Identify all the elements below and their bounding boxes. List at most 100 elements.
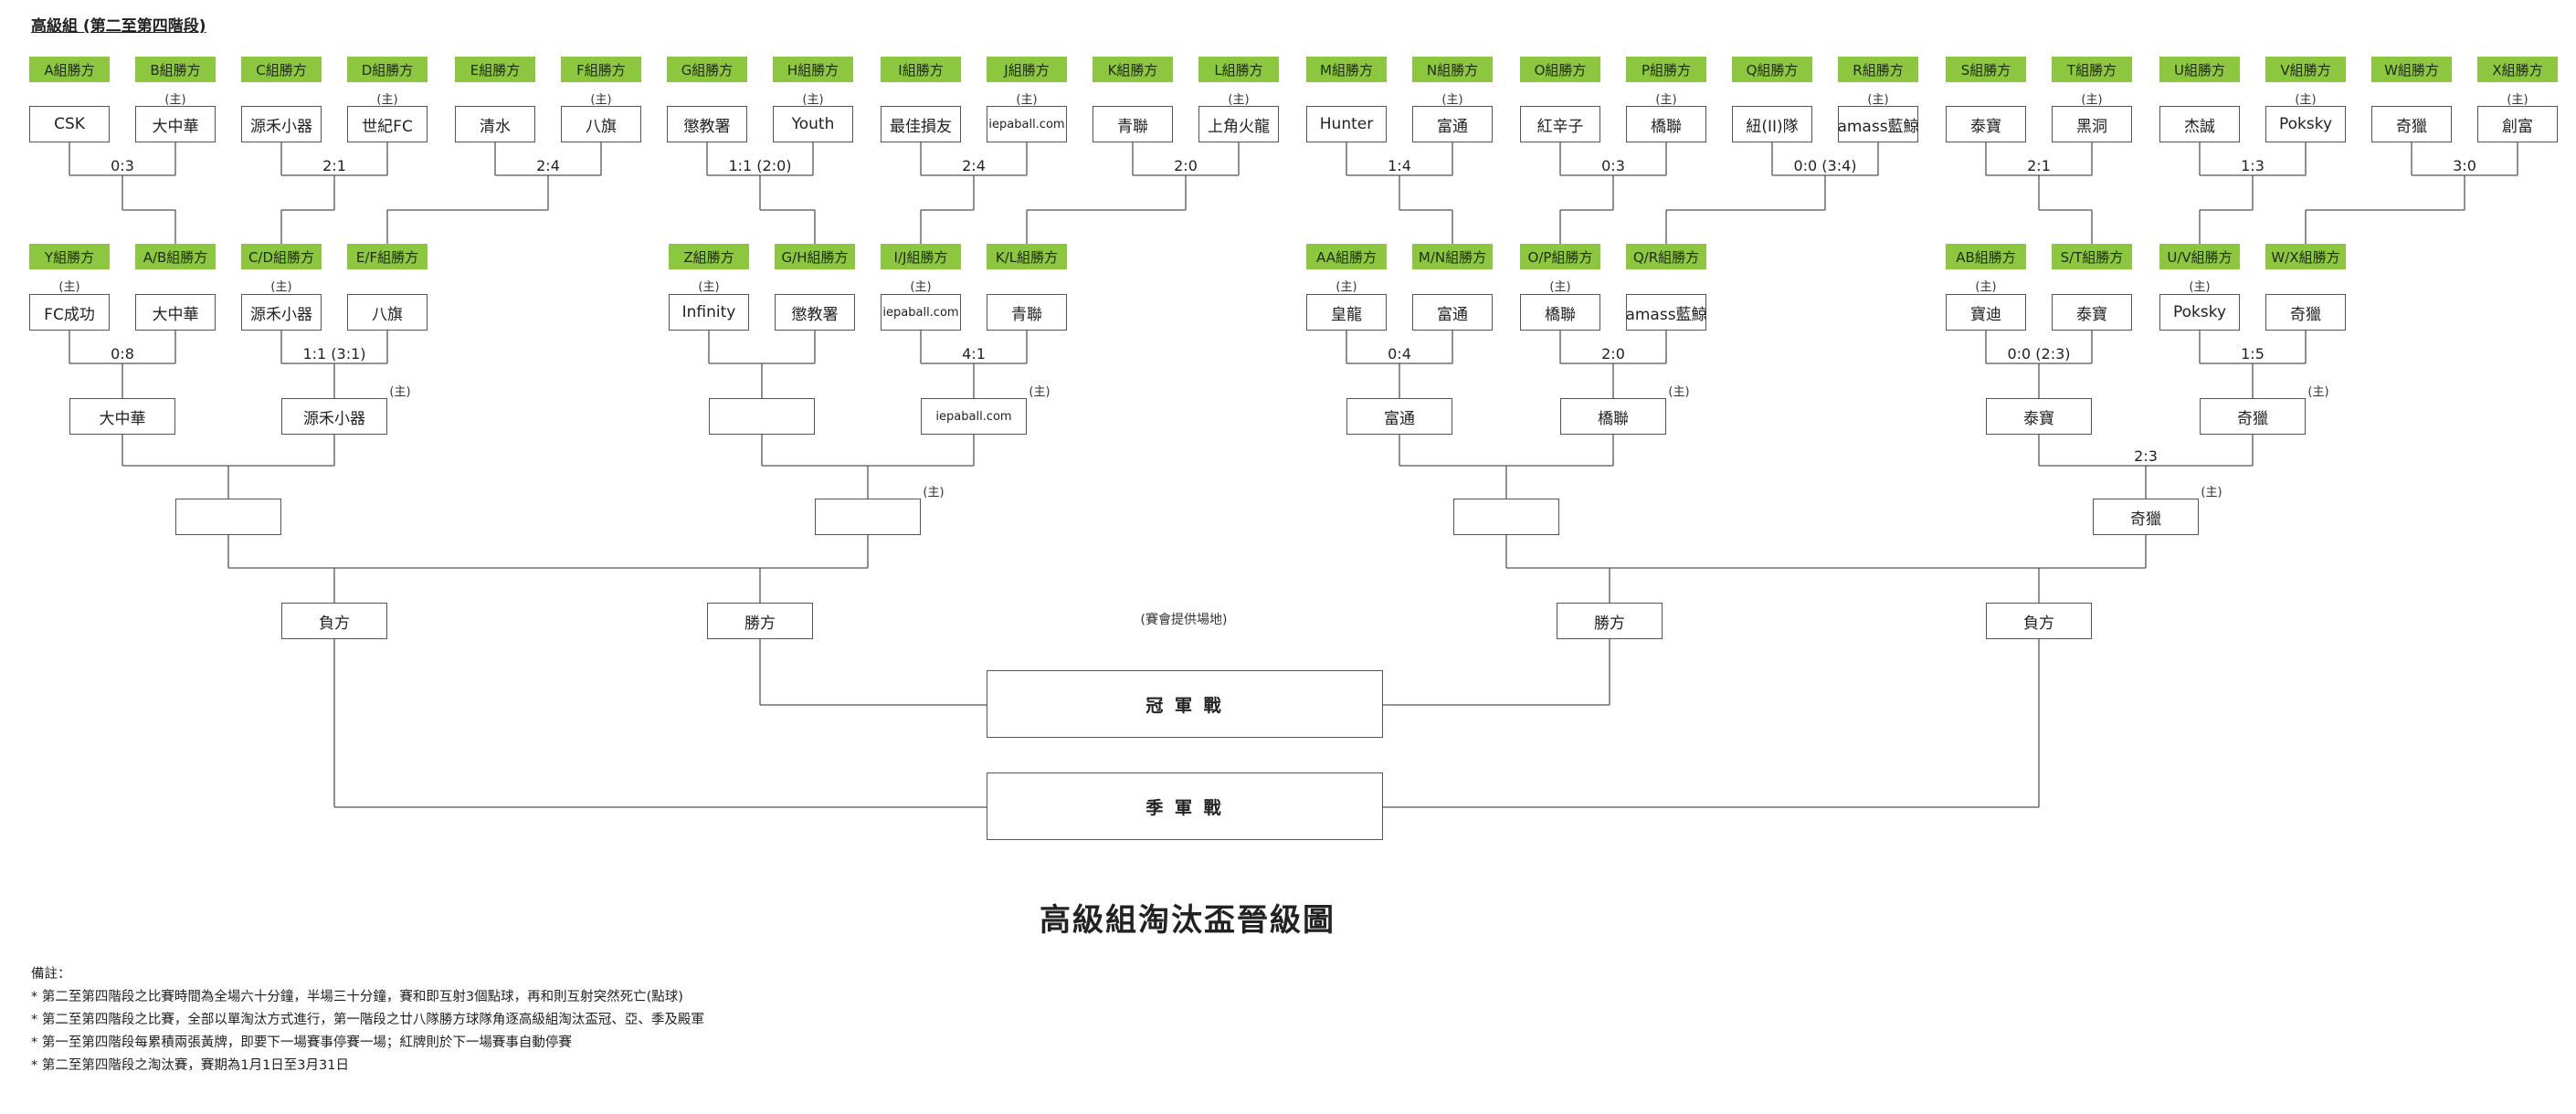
host-mark: (主) bbox=[923, 486, 945, 499]
match-score: 1:1 (3:1) bbox=[302, 345, 366, 363]
group-label: G組勝方 bbox=[667, 57, 747, 82]
match-score: 2:4 bbox=[962, 157, 986, 174]
team-box: 富通 bbox=[1412, 294, 1493, 331]
host-mark: (主) bbox=[590, 93, 612, 107]
group-label: D組勝方 bbox=[347, 57, 428, 82]
team-box: 大中華 bbox=[135, 294, 216, 331]
team-box: 源禾小器 bbox=[241, 294, 322, 331]
group-label: Q組勝方 bbox=[1732, 57, 1812, 82]
team-box: 富通 bbox=[1412, 106, 1493, 142]
team-box: Hunter bbox=[1306, 106, 1387, 142]
host-mark: (主) bbox=[2295, 93, 2317, 107]
group-label: E組勝方 bbox=[455, 57, 535, 82]
host-mark: (主) bbox=[58, 280, 80, 294]
match-score: 4:1 bbox=[962, 345, 986, 363]
group-label: Q/R組勝方 bbox=[1626, 244, 1706, 269]
team-box: Poksky bbox=[2265, 106, 2346, 142]
match-score: 0:0 (3:4) bbox=[1793, 157, 1857, 174]
match-score: 2:3 bbox=[2134, 447, 2158, 465]
host-mark: (主) bbox=[1016, 93, 1038, 107]
host-mark: (主) bbox=[2189, 280, 2211, 294]
host-mark: (主) bbox=[1029, 385, 1050, 399]
group-label: H組勝方 bbox=[773, 57, 853, 82]
team-box: 八旗 bbox=[347, 294, 428, 331]
host-mark: (主) bbox=[2201, 486, 2222, 499]
team-box: 紐(II)隊 bbox=[1732, 106, 1812, 142]
group-label: AA組勝方 bbox=[1306, 244, 1387, 269]
winner-box: 源禾小器 bbox=[281, 398, 387, 435]
team-box: 世紀FC bbox=[347, 106, 428, 142]
team-box: 寶迪 bbox=[1946, 294, 2026, 331]
match-score: 0:0 (2:3) bbox=[2007, 345, 2071, 363]
group-label: I組勝方 bbox=[881, 57, 961, 82]
match-score: 0:4 bbox=[1388, 345, 1411, 363]
host-mark: (主) bbox=[1549, 280, 1571, 294]
group-label: B組勝方 bbox=[135, 57, 216, 82]
group-label: P組勝方 bbox=[1626, 57, 1706, 82]
match-score: 2:1 bbox=[2027, 157, 2051, 174]
team-box: 杰誠 bbox=[2159, 106, 2240, 142]
winner-box: 富通 bbox=[1346, 398, 1452, 435]
host-mark: (主) bbox=[1228, 93, 1250, 107]
match-score: 0:3 bbox=[1601, 157, 1625, 174]
note-line: 備註： bbox=[31, 967, 71, 982]
group-label: U組勝方 bbox=[2159, 57, 2240, 82]
team-box: 橋聯 bbox=[1626, 106, 1706, 142]
host-mark: (主) bbox=[376, 93, 398, 107]
group-label: O/P組勝方 bbox=[1520, 244, 1600, 269]
team-box: 橋聯 bbox=[1520, 294, 1600, 331]
group-label: W組勝方 bbox=[2371, 57, 2452, 82]
team-box: 青聯 bbox=[1093, 106, 1173, 142]
match-score: 1:4 bbox=[1388, 157, 1411, 174]
team-box: 最佳損友 bbox=[881, 106, 961, 142]
host-mark: (主) bbox=[1441, 93, 1463, 107]
match-score: 0:8 bbox=[111, 345, 134, 363]
semi-result-box: 負方 bbox=[281, 603, 387, 639]
team-box: 奇獵 bbox=[2371, 106, 2452, 142]
group-label: Y組勝方 bbox=[29, 244, 110, 269]
group-label: S/T組勝方 bbox=[2052, 244, 2132, 269]
team-box: Infinity bbox=[669, 294, 749, 331]
team-box: 皇龍 bbox=[1306, 294, 1387, 331]
host-mark: (主) bbox=[1867, 93, 1889, 107]
group-label: L組勝方 bbox=[1198, 57, 1279, 82]
match-score: 2:0 bbox=[1174, 157, 1198, 174]
note-line: * 第一至第四階段每累積兩張黃牌，即要下一場賽事停賽一場；紅牌則於下一場賽事自動… bbox=[31, 1035, 572, 1050]
group-label: C/D組勝方 bbox=[241, 244, 322, 269]
venue-note: (賽會提供場地) bbox=[1140, 613, 1228, 627]
match-score: 0:3 bbox=[111, 157, 134, 174]
host-mark: (主) bbox=[802, 93, 824, 107]
group-label: M/N組勝方 bbox=[1412, 244, 1493, 269]
team-box: Poksky bbox=[2159, 294, 2240, 331]
host-mark: (主) bbox=[2081, 93, 2103, 107]
team-box: iepaball.com bbox=[881, 294, 961, 331]
team-box: 創富 bbox=[2477, 106, 2558, 142]
team-box: 黑洞 bbox=[2052, 106, 2132, 142]
team-box: 大中華 bbox=[135, 106, 216, 142]
host-mark: (主) bbox=[698, 280, 720, 294]
match-score: 2:1 bbox=[322, 157, 346, 174]
team-box: 八旗 bbox=[561, 106, 641, 142]
team-box: 清水 bbox=[455, 106, 535, 142]
winner-box: 泰寶 bbox=[1986, 398, 2092, 435]
host-mark: (主) bbox=[1336, 280, 1357, 294]
host-mark: (主) bbox=[1668, 385, 1690, 399]
group-label: E/F組勝方 bbox=[347, 244, 428, 269]
group-label: AB組勝方 bbox=[1946, 244, 2026, 269]
group-label: K組勝方 bbox=[1093, 57, 1173, 82]
group-label: T組勝方 bbox=[2052, 57, 2132, 82]
group-label: C組勝方 bbox=[241, 57, 322, 82]
team-box: FC成功 bbox=[29, 294, 110, 331]
team-box: 懲教署 bbox=[667, 106, 747, 142]
team-box: amass藍鯨 bbox=[1626, 294, 1706, 331]
host-mark: (主) bbox=[910, 280, 932, 294]
team-box: 上角火龍 bbox=[1198, 106, 1279, 142]
winner-box: 奇獵 bbox=[2200, 398, 2306, 435]
round3-box bbox=[815, 499, 921, 535]
match-score: 2:0 bbox=[1601, 345, 1625, 363]
team-box: iepaball.com bbox=[987, 106, 1067, 142]
page-title: 高級組 (第二至第四階段) bbox=[31, 17, 206, 36]
winner-box bbox=[709, 398, 815, 435]
